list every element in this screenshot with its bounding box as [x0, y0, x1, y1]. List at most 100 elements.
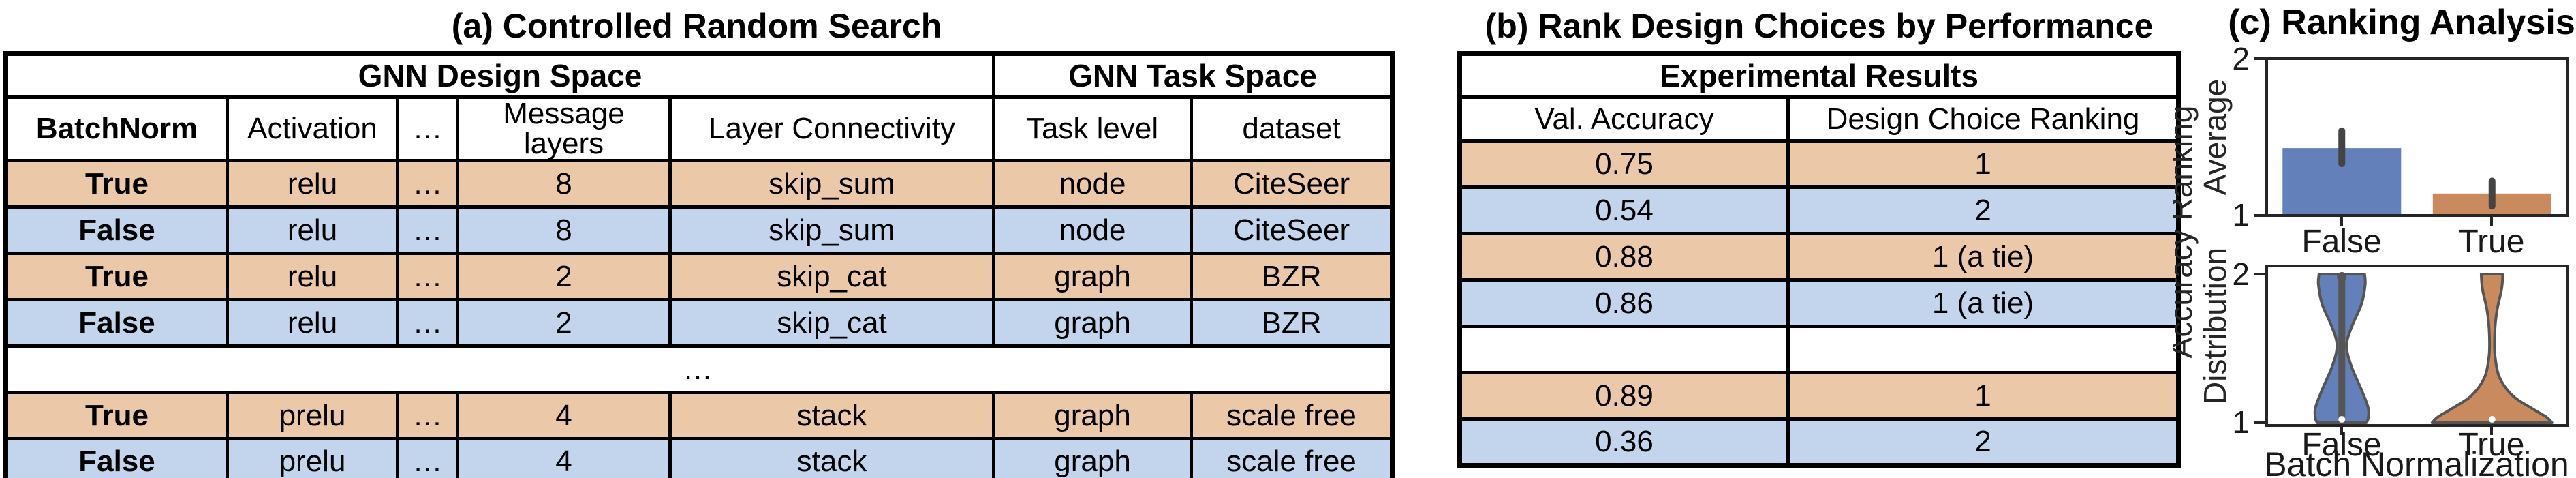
violin-chart-xtick-label-false: False: [2301, 427, 2381, 463]
table-gnn-design-space: GNN Design Space GNN Task Space BatchNor…: [3, 51, 1395, 478]
group-header-task-space: GNN Task Space: [992, 52, 1395, 99]
cell: stack: [668, 437, 996, 478]
cell: 0.75: [1458, 139, 1790, 189]
shared-ylabel-accuracy-ranking: Accuracy Ranking: [2173, 106, 2199, 359]
bar-chart-ylabel: Average: [2197, 79, 2233, 196]
table-a-group-header-row: GNN Design Space GNN Task Space: [3, 52, 1395, 99]
cell: 0.88: [1458, 232, 1790, 282]
cell: 1: [1786, 371, 2180, 421]
col-header-batchnorm: BatchNorm: [4, 95, 229, 162]
group-header-experimental-results: Experimental Results: [1458, 52, 2180, 99]
cell: 0.36: [1458, 417, 1790, 467]
cell: relu: [226, 159, 399, 209]
table-b-row-3: 0.88 1 (a tie): [1458, 232, 2180, 282]
cell: …: [396, 437, 459, 478]
table-a-row-3: True relu … 2 skip_cat graph BZR: [4, 252, 1395, 301]
table-a-ellipsis-row: …: [3, 344, 1395, 394]
table-a-row-4: False relu … 2 skip_cat graph BZR: [4, 298, 1395, 348]
col-header-design-choice-ranking: Design Choice Ranking: [1786, 95, 2180, 143]
col-header-task-level: Task level: [992, 95, 1194, 162]
cell: prelu: [226, 437, 399, 478]
blank-cell: [1786, 325, 2180, 374]
cell: relu: [226, 205, 399, 255]
bar-chart-ytick-label-2: 2: [2232, 41, 2250, 76]
cell: stack: [668, 391, 996, 440]
cell: False: [4, 437, 229, 478]
cell: scale free: [1190, 391, 1395, 440]
bar-chart-frame: [2265, 57, 2569, 217]
table-b-row-2: 0.54 2: [1458, 185, 2180, 235]
violin-inner-bar-false: [2338, 275, 2346, 420]
cell: 0.86: [1458, 278, 1790, 328]
table-b-column-header-row: Val. Accuracy Design Choice Ranking: [1458, 95, 2180, 143]
panel-c: (c) Ranking Analysis Accuracy Ranking Av…: [2163, 0, 2576, 478]
cell: graph: [992, 252, 1194, 301]
table-a-column-header-row: BatchNorm Activation … Message layers La…: [4, 95, 1395, 162]
table-a-row-6: True prelu … 4 stack graph scale free: [4, 391, 1395, 440]
cell: relu: [226, 298, 399, 348]
violin-inner-bar-cap: [2337, 272, 2347, 282]
cell: scale free: [1190, 437, 1395, 478]
bar-chart-xtick-label-false: False: [2301, 224, 2381, 260]
violin-median-dot-false: [2338, 416, 2346, 423]
bar-chart-plot-area: [2282, 127, 2551, 215]
table-b-blank-row: [1458, 325, 2180, 374]
table-a-row-1: True relu … 8 skip_sum node CiteSeer: [4, 159, 1395, 209]
cell: True: [4, 159, 229, 209]
table-a-row-7: False prelu … 4 stack graph scale free: [4, 437, 1395, 478]
violin-chart-xtick-label-true: True: [2459, 427, 2525, 463]
cell: …: [396, 159, 459, 209]
cell: CiteSeer: [1190, 205, 1395, 255]
cell: 2: [456, 298, 672, 348]
group-header-design-space: GNN Design Space: [3, 52, 996, 99]
cell: …: [396, 252, 459, 301]
cell: True: [4, 252, 229, 301]
table-b-group-header-row: Experimental Results: [1458, 52, 2180, 99]
cell: skip_cat: [668, 298, 996, 348]
cell: node: [992, 205, 1194, 255]
table-experimental-results: Experimental Results Val. Accuracy Desig…: [1457, 51, 2181, 468]
table-a-row-2: False relu … 8 skip_sum node CiteSeer: [4, 205, 1395, 255]
cell: graph: [992, 391, 1194, 440]
cell: …: [396, 298, 459, 348]
cell: False: [4, 205, 229, 255]
cell: graph: [992, 437, 1194, 478]
col-header-dataset: dataset: [1190, 95, 1395, 162]
bar-chart-ytick-label-1: 1: [2232, 197, 2250, 233]
cell: skip_sum: [668, 205, 996, 255]
cell: 1 (a tie): [1786, 232, 2180, 282]
cell: False: [4, 298, 229, 348]
cell: 2: [1786, 185, 2180, 235]
table-b-row-7: 0.36 2: [1458, 417, 2180, 467]
col-header-activation: Activation: [226, 95, 399, 162]
cell: …: [396, 205, 459, 255]
col-header-ellipsis: …: [396, 95, 459, 162]
panel-b-title: (b) Rank Design Choices by Performance: [1485, 7, 2154, 45]
ranking-analysis-charts: (c) Ranking Analysis Accuracy Ranking Av…: [2163, 3, 2575, 478]
violin-median-dot-true: [2488, 416, 2496, 423]
panel-a: (a) Controlled Random Search GNN Design …: [3, 0, 1395, 478]
table-b-row-4: 0.86 1 (a tie): [1458, 278, 2180, 328]
cell: 1: [1786, 139, 2180, 189]
col-header-message-layers: Message layers: [456, 95, 672, 162]
violin-chart-ytick-label-1: 1: [2232, 404, 2250, 440]
table-b-row-6: 0.89 1: [1458, 371, 2180, 421]
cell: 1 (a tie): [1786, 278, 2180, 328]
violin-chart-frame: [2265, 265, 2569, 427]
cell: node: [992, 159, 1194, 209]
cell: True: [4, 391, 229, 440]
cell: CiteSeer: [1190, 159, 1395, 209]
cell: skip_sum: [668, 159, 996, 209]
violin-chart-ylabel: Distribution: [2197, 248, 2233, 404]
blank-cell: [1458, 325, 1790, 374]
bar-chart-xtick-label-true: True: [2459, 224, 2525, 260]
cell: relu: [226, 252, 399, 301]
col-header-val-accuracy: Val. Accuracy: [1458, 95, 1790, 143]
cell: 8: [456, 159, 672, 209]
cell: skip_cat: [668, 252, 996, 301]
panel-c-title: (c) Ranking Analysis: [2228, 3, 2575, 42]
cell: 4: [456, 437, 672, 478]
table-b-row-1: 0.75 1: [1458, 139, 2180, 189]
panel-b: (b) Rank Design Choices by Performance E…: [1403, 0, 2235, 468]
